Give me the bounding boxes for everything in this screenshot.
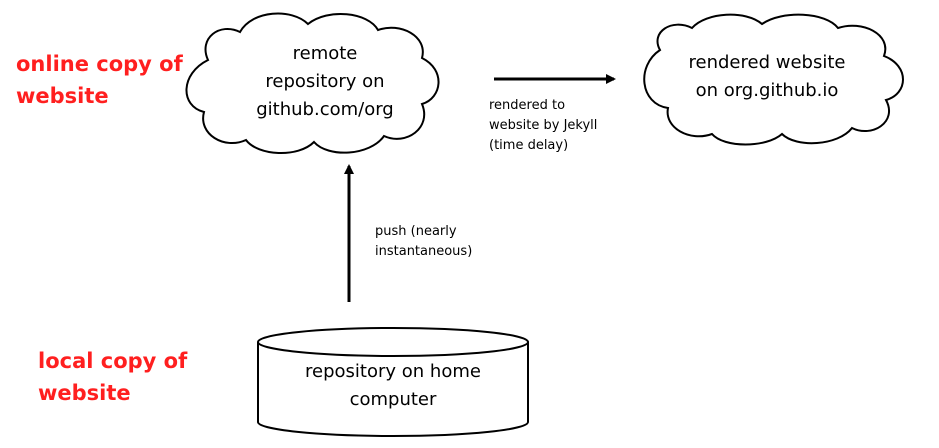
remote-repo-text-line-3: github.com/org <box>256 99 394 120</box>
online-copy-label-line-2: website <box>16 84 109 108</box>
remote-repo-text-line-2: repository on <box>265 71 385 92</box>
remote-repo-text-line-1: remote <box>292 43 358 64</box>
render-edge-label-line-1: rendered to <box>489 98 566 113</box>
render-edge-label-line-3: (time delay) <box>489 138 569 153</box>
remote-repo-cloud <box>185 12 440 154</box>
rendered-site-text: rendered website on org.github.io <box>640 49 894 105</box>
rendered-site-text-line-2: on org.github.io <box>695 80 839 101</box>
online-copy-label-line-1: online copy of <box>16 52 183 76</box>
online-copy-label: online copy of website <box>16 48 183 112</box>
local-repo-text: repository on home computer <box>262 358 524 414</box>
local-copy-label-line-2: website <box>38 381 131 405</box>
push-edge-label-line-1: push (nearly <box>375 224 457 239</box>
local-copy-label: local copy of website <box>38 345 187 409</box>
rendered-site-cloud <box>643 13 904 146</box>
push-edge-label: push (nearly instantaneous) <box>375 222 472 262</box>
local-copy-label-line-1: local copy of <box>38 349 188 373</box>
local-repo-text-line-1: repository on home <box>305 361 481 382</box>
local-repo-text-line-2: computer <box>349 389 437 410</box>
rendered-site-text-line-1: rendered website <box>688 52 846 73</box>
remote-repo-text: remote repository on github.com/org <box>230 40 420 124</box>
push-edge-label-line-2: instantaneous) <box>375 244 473 259</box>
local-repo-cylinder-rim <box>257 341 529 357</box>
render-edge-label-line-2: website by Jekyll <box>489 118 598 133</box>
render-edge-label: rendered to website by Jekyll (time dela… <box>489 96 597 156</box>
